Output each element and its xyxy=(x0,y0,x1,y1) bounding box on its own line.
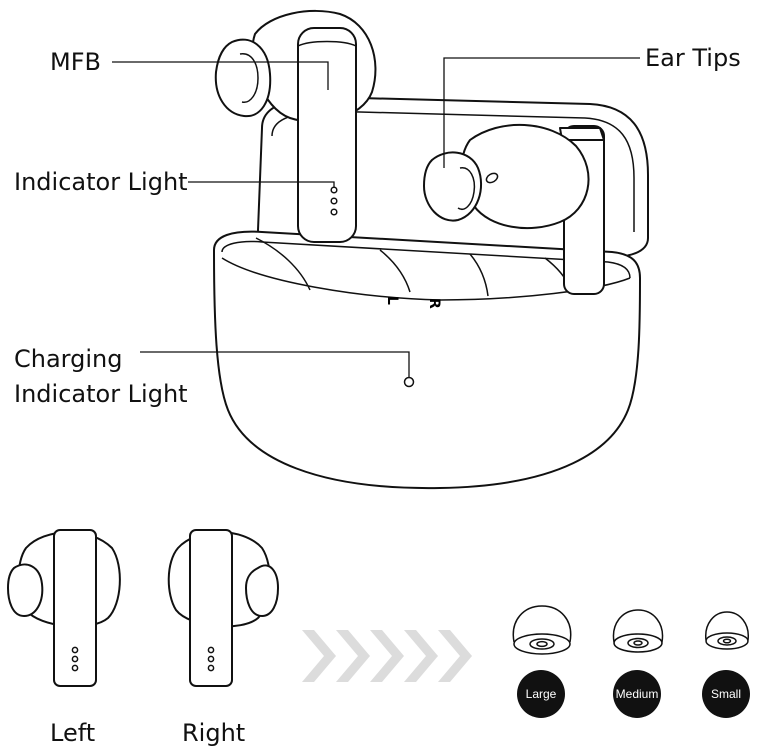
case-mark-right: R xyxy=(426,298,442,309)
chevron-icon xyxy=(336,630,370,682)
case-mark-left: L xyxy=(384,296,400,305)
label-right: Right xyxy=(182,719,245,747)
ear-tip-small-badge xyxy=(702,670,750,718)
ear-tip-medium: Medium xyxy=(612,609,664,718)
chevron-icon xyxy=(438,630,472,682)
left-earbud xyxy=(7,529,121,687)
chevron-icon xyxy=(404,630,438,682)
left-earbud-indicator-dot xyxy=(71,646,79,654)
label-left: Left xyxy=(50,719,95,747)
ear-tip-small-label: Small xyxy=(711,687,741,701)
right-earbud xyxy=(167,529,279,687)
label-charging-line1: Charging xyxy=(14,345,122,373)
chevron-icon xyxy=(370,630,404,682)
chevron-icon xyxy=(302,630,336,682)
label-charging-line2: Indicator Light xyxy=(14,380,188,408)
right-earbud-indicator-dot xyxy=(207,646,215,654)
mfb-leader-line xyxy=(112,61,329,90)
callout-lines xyxy=(112,57,640,378)
ear-tip-large-label: Large xyxy=(526,687,557,701)
left-earbud-stem-bottom xyxy=(53,529,97,687)
arrow-chevrons xyxy=(302,630,472,682)
ear-tips-leader-line xyxy=(443,57,640,168)
ear-tip-medium-label: Medium xyxy=(616,687,659,701)
label-indicator-light: Indicator Light xyxy=(14,168,188,196)
charging-light-leader-line xyxy=(140,351,410,378)
ear-tip-large: Large xyxy=(512,605,572,718)
ear-tip-small: Small xyxy=(702,611,750,718)
ear-tip-large-badge xyxy=(517,670,565,718)
right-earbud-in-case xyxy=(423,123,605,295)
label-mfb: MFB xyxy=(50,48,101,76)
left-earbud-stem xyxy=(297,27,357,243)
label-ear-tips: Ear Tips xyxy=(645,44,741,72)
ear-tip-medium-badge xyxy=(613,670,661,718)
right-earbud-stem-bottom xyxy=(189,529,233,687)
indicator-light-leader-line xyxy=(188,181,335,188)
left-earbud-in-case xyxy=(214,10,377,243)
